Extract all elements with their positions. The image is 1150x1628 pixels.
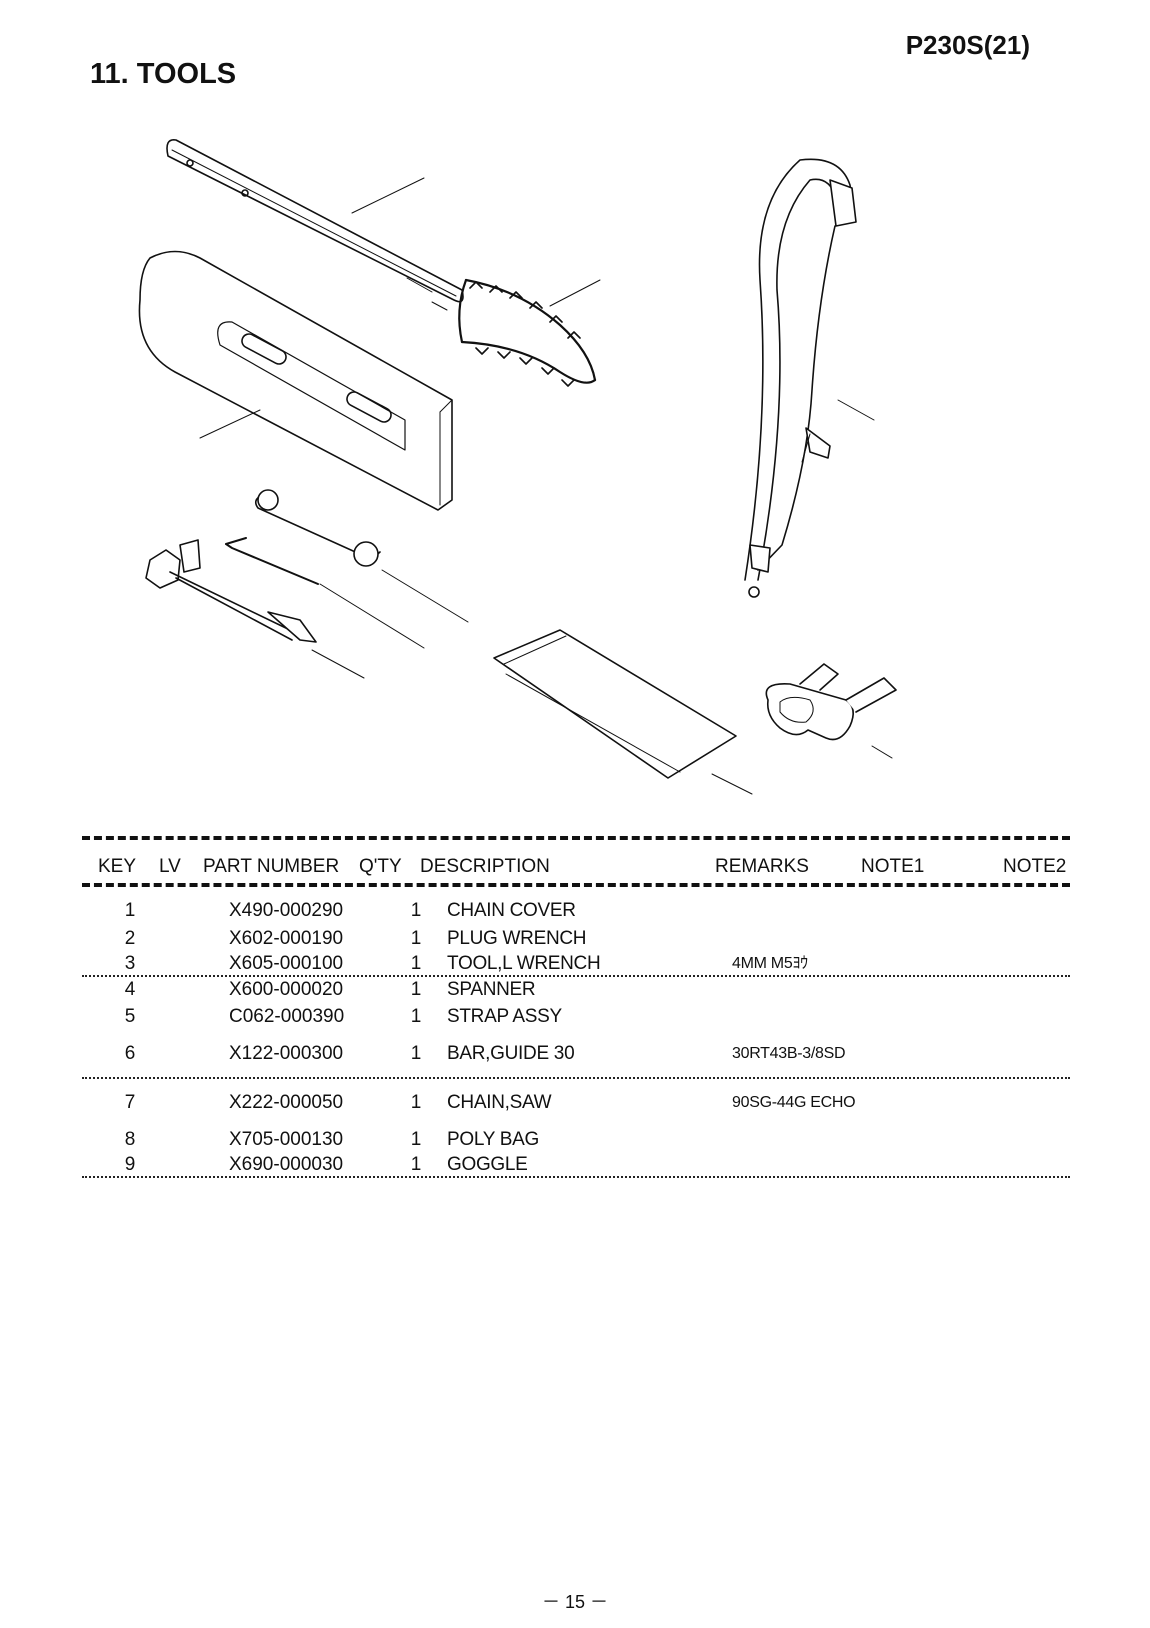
qty-cell: 1: [410, 1129, 422, 1150]
part-number-cell: X605-000100: [229, 953, 344, 974]
qty-cell: 1: [410, 1043, 422, 1064]
key-cell: 7: [124, 1092, 136, 1113]
plug-wrench-drawing: [145, 539, 317, 643]
qty-cell: 1: [410, 1092, 422, 1113]
table-row: 8 X705-000130 1 POLY BAG: [108, 1127, 1048, 1153]
row-group-divider: [82, 1077, 1070, 1079]
description-cell: CHAIN COVER: [447, 900, 576, 921]
key-cell: 6: [124, 1043, 136, 1064]
goggle-drawing: [765, 663, 897, 741]
key-cell: 1: [124, 900, 136, 921]
table-top-rule: [82, 836, 1070, 840]
qty-cell: 1: [410, 953, 422, 974]
remarks-cell: 30RT43B-3/8SD: [732, 1045, 846, 1062]
col-part-number-header: PART NUMBER: [203, 856, 340, 877]
table-row: 2 X602-000190 1 PLUG WRENCH: [108, 926, 1048, 952]
description-cell: STRAP ASSY: [447, 1006, 562, 1027]
description-cell: BAR,GUIDE 30: [447, 1043, 575, 1064]
table-bottom-rule: [82, 1176, 1070, 1178]
key-cell: 9: [124, 1154, 136, 1175]
remarks-cell: 4MM M5ﾖｳ: [732, 955, 808, 972]
col-key-header: KEY: [98, 856, 137, 877]
key-cell: 4: [124, 979, 136, 1000]
saw-chain-drawing: [458, 278, 597, 387]
parts-diagram: [138, 139, 897, 795]
spanner-drawing: [254, 489, 381, 567]
description-cell: TOOL,L WRENCH: [447, 953, 601, 974]
key-cell: 8: [124, 1129, 136, 1150]
row-group-divider: [82, 975, 1070, 977]
col-remarks-header: REMARKS: [715, 856, 809, 877]
part-number-cell: C062-000390: [229, 1006, 345, 1027]
qty-cell: 1: [410, 928, 422, 949]
l-wrench-drawing: [225, 537, 319, 585]
col-note1-header: NOTE1: [861, 856, 925, 877]
callout-leaders: [199, 177, 893, 795]
chain-cover-drawing: [138, 250, 453, 511]
key-cell: 5: [124, 1006, 136, 1027]
description-cell: GOGGLE: [447, 1154, 528, 1175]
description-cell: SPANNER: [447, 979, 536, 1000]
qty-cell: 1: [410, 1154, 422, 1175]
table-row: 6 X122-000300 1 BAR,GUIDE 30 30RT43B-3/8…: [108, 1041, 1048, 1067]
section-title: 11. TOOLS: [90, 58, 237, 90]
col-qty-header: Q'TY: [359, 856, 402, 877]
part-number-cell: X602-000190: [229, 928, 344, 949]
qty-cell: 1: [410, 979, 422, 1000]
part-number-cell: X490-000290: [229, 900, 344, 921]
poly-bag-drawing: [493, 629, 737, 779]
key-cell: 3: [124, 953, 136, 974]
part-number-cell: X705-000130: [229, 1129, 344, 1150]
table-row: 9 X690-000030 1 GOGGLE: [108, 1152, 1048, 1178]
guide-bar-drawing: [166, 139, 464, 311]
part-number-cell: X690-000030: [229, 1154, 344, 1175]
qty-cell: 1: [410, 1006, 422, 1027]
model-number: P230S(21): [905, 30, 1030, 60]
remarks-cell: 90SG-44G ECHO: [732, 1094, 856, 1111]
description-cell: POLY BAG: [447, 1129, 539, 1150]
strap-drawing: [744, 158, 857, 598]
col-note2-header: NOTE2: [1003, 856, 1067, 877]
qty-cell: 1: [410, 900, 422, 921]
description-cell: PLUG WRENCH: [447, 928, 587, 949]
page-number: － 15 －: [541, 1592, 609, 1612]
part-number-cell: X222-000050: [229, 1092, 344, 1113]
description-cell: CHAIN,SAW: [447, 1092, 552, 1113]
table-row: 4 X600-000020 1 SPANNER: [108, 977, 1048, 1003]
table-row: 7 X222-000050 1 CHAIN,SAW 90SG-44G ECHO: [108, 1090, 1048, 1116]
part-number-cell: X600-000020: [229, 979, 344, 1000]
table-row: 5 C062-000390 1 STRAP ASSY: [108, 1004, 1048, 1030]
col-description-header: DESCRIPTION: [420, 856, 550, 877]
table-row: 3 X605-000100 1 TOOL,L WRENCH 4MM M5ﾖｳ: [108, 951, 1048, 977]
table-header-rule: [82, 883, 1070, 887]
col-lv-header: LV: [159, 856, 181, 877]
table-row: 1 X490-000290 1 CHAIN COVER: [108, 898, 1048, 924]
part-number-cell: X122-000300: [229, 1043, 344, 1064]
key-cell: 2: [124, 928, 136, 949]
